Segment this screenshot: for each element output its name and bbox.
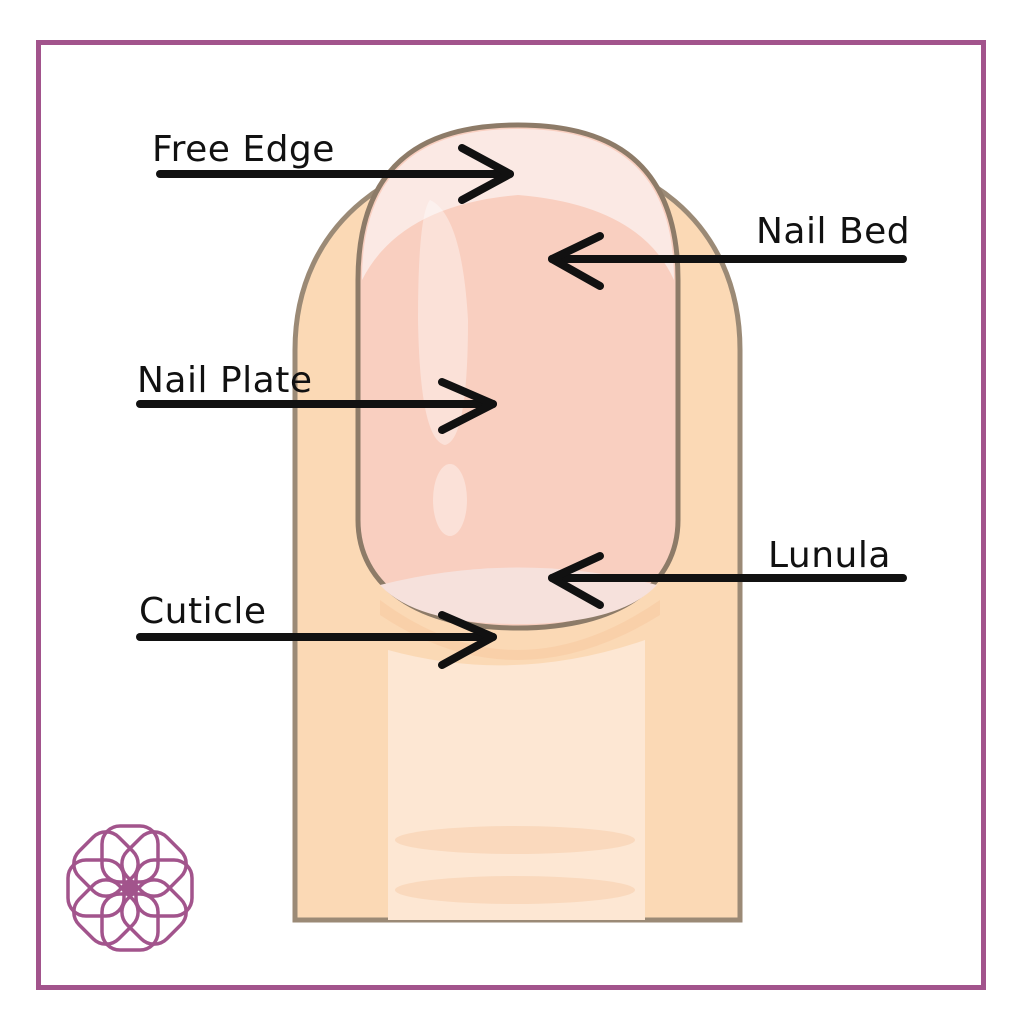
label-nail-plate: Nail Plate (137, 360, 313, 401)
finger-crease (395, 826, 635, 854)
finger-crease (395, 876, 635, 904)
flower-logo-icon (66, 824, 194, 952)
label-free-edge: Free Edge (152, 129, 335, 170)
label-lunula: Lunula (768, 535, 891, 576)
nail (355, 122, 681, 631)
arrow-nail-plate (136, 378, 497, 434)
arrow-lunula (548, 552, 907, 609)
label-nail-bed: Nail Bed (756, 211, 911, 252)
cuticle-area (380, 600, 660, 660)
nail-plate-shape (355, 122, 681, 631)
arrow-free-edge (156, 144, 514, 204)
free-edge-shape (362, 129, 674, 280)
arrow-cuticle (136, 611, 497, 669)
nail-shine-dot (433, 464, 467, 536)
border-frame (36, 40, 986, 990)
arrows (136, 144, 907, 669)
label-cuticle: Cuticle (139, 591, 267, 632)
arrow-nail-bed (548, 232, 907, 290)
